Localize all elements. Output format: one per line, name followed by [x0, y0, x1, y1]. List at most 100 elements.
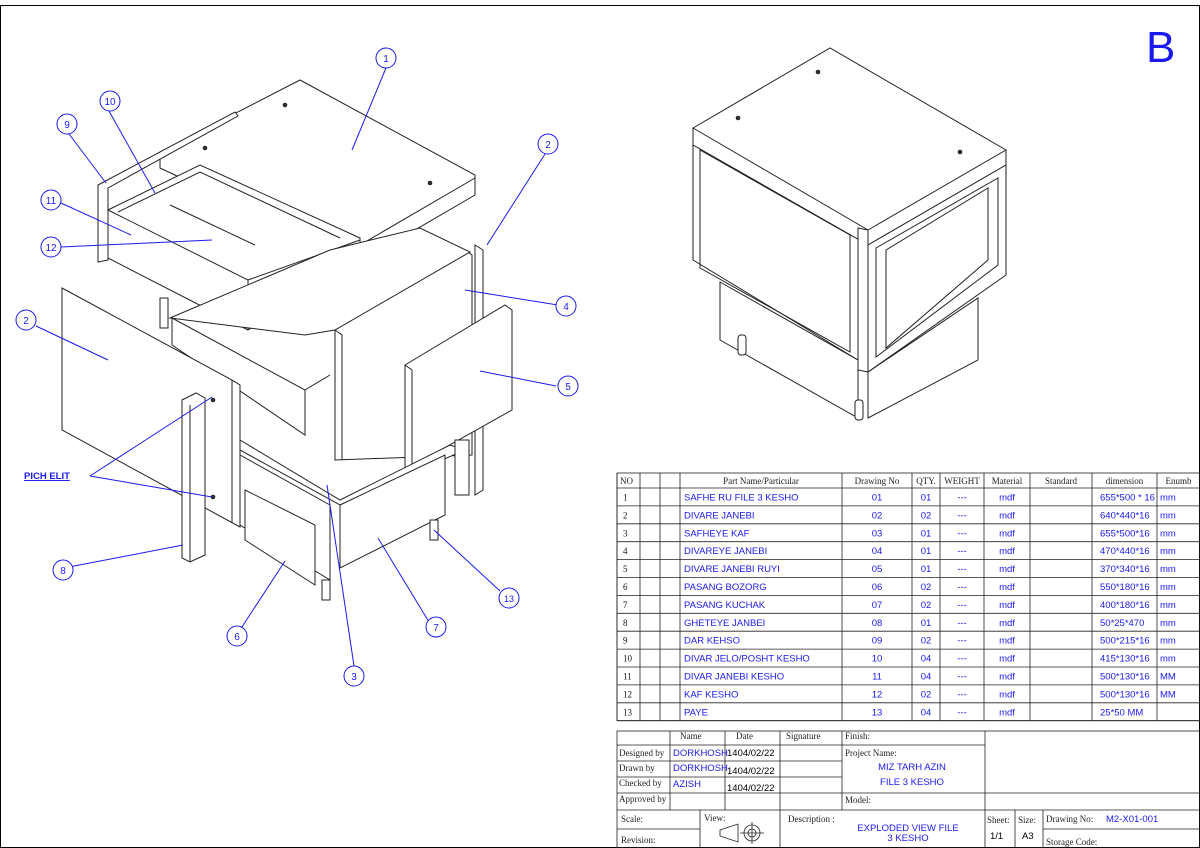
balloon-4-label: 4 [563, 302, 569, 313]
cell-unit: mm [1160, 654, 1176, 665]
cell-qty: 04 [921, 654, 932, 665]
cell-qty: 02 [921, 600, 932, 611]
cell-part-name: DAR KEHSO [684, 636, 740, 647]
cell-row-no: 5 [623, 564, 628, 574]
cell-part-name: PASANG BOZORG [684, 582, 767, 593]
balloon-10: 10 [99, 90, 121, 112]
table-header: Standard [1045, 476, 1077, 486]
balloon-7: 7 [425, 616, 447, 638]
table-header: dimension [1106, 476, 1144, 486]
pich-elit-label: PICH ELIT [24, 471, 70, 482]
cell-drawing-no: 01 [872, 493, 883, 504]
cell-unit: mm [1160, 600, 1176, 611]
table-header: Drawing No [855, 476, 900, 486]
cell-material: mdf [999, 672, 1015, 683]
tb-description-2: 3 KESHO [887, 833, 928, 844]
cell-material: mdf [999, 510, 1015, 521]
tb-drawn-by: DORKHOSH [673, 763, 728, 774]
balloon-13-label: 13 [504, 594, 514, 604]
cell-unit: mm [1160, 582, 1176, 593]
tb-sheet-value: 1/1 [990, 831, 1003, 842]
cell-material: mdf [999, 707, 1015, 718]
cell-material: mdf [999, 528, 1015, 539]
cell-part-name: SAFHE RU FILE 3 KESHO [684, 493, 799, 504]
cell-part-name: DIVAREYE JANEBI [684, 546, 767, 557]
balloon-5-label: 5 [565, 382, 571, 393]
tb-drawing-no: M2-X01-001 [1106, 814, 1158, 825]
title-block [616, 730, 1200, 848]
table-header: WEIGHT [944, 476, 980, 486]
cell-weight: --- [957, 654, 967, 665]
balloon-7-label: 7 [433, 623, 439, 634]
tb-description-label: Description : [788, 814, 835, 824]
tb-checked-by-label: Checked by [619, 778, 662, 788]
tb-col-date: Date [736, 731, 753, 741]
cell-unit: mm [1160, 510, 1176, 521]
cell-drawing-no: 13 [872, 707, 883, 718]
tb-description-1: EXPLODED VIEW FILE [857, 823, 958, 834]
tb-approved-by-label: Approved by [619, 794, 667, 804]
cell-qty: 02 [921, 582, 932, 593]
balloon-12: 12 [40, 236, 62, 258]
tb-designed-by-label: Designed by [619, 748, 665, 758]
cell-part-name: SAFHEYE KAF [684, 528, 750, 539]
cell-dimension: 550*180*16 [1100, 582, 1150, 593]
cell-qty: 04 [921, 672, 932, 683]
cell-qty: 02 [921, 510, 932, 521]
cell-material: mdf [999, 689, 1015, 700]
tb-drawing-no-label: Drawing No: [1046, 814, 1093, 824]
cell-dimension: 655*500 * 16 [1100, 493, 1155, 504]
cell-qty: 01 [921, 528, 932, 539]
cell-part-name: DIVAR JANEBI KESHO [684, 672, 784, 683]
cell-qty: 01 [921, 564, 932, 575]
balloon-2-right-label: 2 [545, 140, 551, 151]
cell-drawing-no: 12 [872, 689, 883, 700]
cell-dimension: 500*130*16 [1100, 672, 1150, 683]
cell-unit: mm [1160, 528, 1176, 539]
table-header: Enumb [1166, 476, 1192, 486]
cell-weight: --- [957, 528, 967, 539]
tb-col-signature: Signature [786, 731, 821, 741]
cell-unit: MM [1160, 672, 1176, 683]
cell-unit: mm [1160, 636, 1176, 647]
sheet-letter: B [1146, 23, 1175, 72]
balloon-3-label: 3 [351, 672, 357, 683]
cell-weight: --- [957, 600, 967, 611]
cell-dimension: 415*130*16 [1100, 654, 1150, 665]
cell-drawing-no: 02 [872, 510, 883, 521]
cell-weight: --- [957, 510, 967, 521]
cell-dimension: 400*180*16 [1100, 600, 1150, 611]
balloon-10-label: 10 [104, 97, 116, 108]
title-block-text: Name Date Signature Finish: Designed by … [619, 731, 1158, 847]
cell-row-no: 7 [623, 600, 628, 610]
cell-drawing-no: 08 [872, 618, 883, 629]
cell-weight: --- [957, 582, 967, 593]
cell-qty: 01 [921, 618, 932, 629]
tb-view-label: View: [704, 813, 725, 823]
cell-unit: mm [1160, 546, 1176, 557]
cell-weight: --- [957, 707, 967, 718]
cell-unit: MM [1160, 689, 1176, 700]
leader-lines [35, 67, 565, 667]
balloon-6: 6 [226, 625, 248, 647]
balloon-2-left-label: 2 [23, 316, 29, 327]
cell-weight: --- [957, 564, 967, 575]
tb-project-name-1: MIZ TARH AZIN [878, 762, 946, 773]
tb-project-name-label: Project Name: [845, 748, 897, 758]
cell-part-name: DIVARE JANEBI RUYI [684, 564, 780, 575]
cell-drawing-no: 07 [872, 600, 883, 611]
cell-row-no: 4 [623, 546, 628, 556]
cell-weight: --- [957, 636, 967, 647]
cell-drawing-no: 10 [872, 654, 883, 665]
cell-row-no: 6 [623, 582, 628, 592]
assembled-view [692, 47, 1007, 421]
cell-drawing-no: 11 [872, 672, 882, 683]
